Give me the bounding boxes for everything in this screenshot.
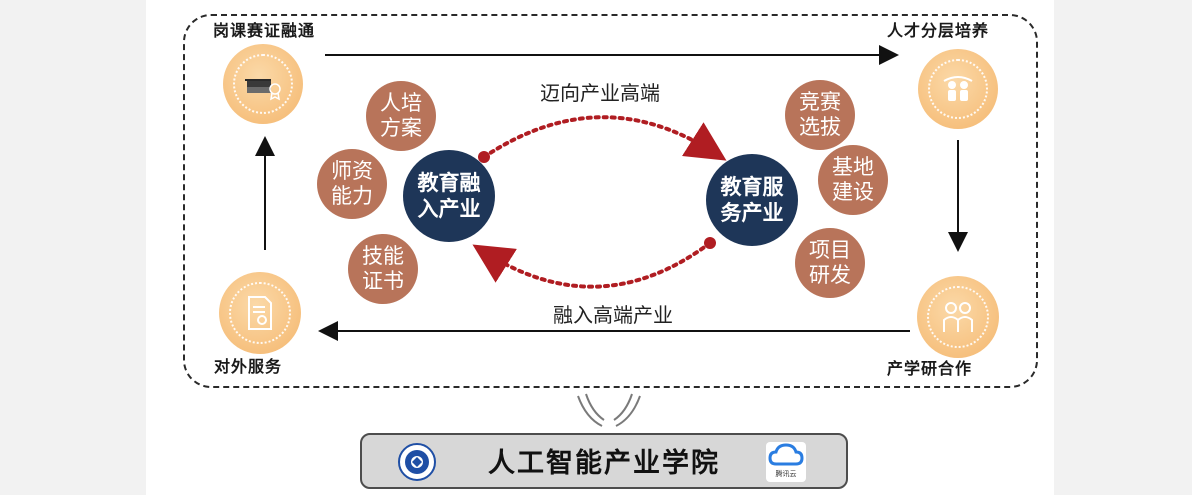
cloud-logo-icon: 腾讯云 <box>766 442 806 482</box>
bubble-text: 项目 <box>809 238 851 262</box>
arc-bottom <box>472 241 712 289</box>
center-text: 入产业 <box>417 197 481 221</box>
arc-bottom-start-dot <box>704 237 716 249</box>
label-bottom-right: 产学研合作 <box>887 359 973 378</box>
peach-circle-bottom-right <box>917 276 999 358</box>
school-logo-icon <box>398 443 436 481</box>
book-certificate-icon <box>245 79 281 101</box>
arc-top <box>482 115 727 161</box>
arc-top-start-dot <box>478 151 490 163</box>
center-text: 教育融 <box>417 171 481 195</box>
center-text: 务产业 <box>720 201 784 225</box>
two-people-icon <box>942 301 973 332</box>
bubble-teacher-ability: 师资 能力 <box>317 149 387 219</box>
hands-icon <box>577 393 641 427</box>
bubble-text: 证书 <box>362 269 404 293</box>
bubble-text: 技能 <box>362 244 404 268</box>
bubble-talent-plan: 人培 方案 <box>366 81 436 151</box>
peach-circle-bottom-left <box>219 272 301 354</box>
bottom-title: 人工智能产业学院 <box>488 448 720 479</box>
bubble-text: 建设 <box>832 180 874 204</box>
label-bottom-left: 对外服务 <box>214 357 283 376</box>
bubble-text: 竞赛 <box>799 90 841 114</box>
bubble-text: 方案 <box>380 116 422 140</box>
arc-bottom-label: 融入高端产业 <box>553 303 673 327</box>
center-circle-left: 教育融 入产业 <box>403 150 495 242</box>
people-ribbon-icon <box>943 76 973 101</box>
bubble-text: 师资 <box>331 159 373 183</box>
center-text: 教育服 <box>720 175 784 199</box>
bubble-text: 基地 <box>832 155 874 179</box>
bubble-text: 人培 <box>380 91 422 115</box>
bubble-competition: 竞赛 选拔 <box>785 80 855 150</box>
cloud-logo-caption: 腾讯云 <box>775 470 797 478</box>
center-circle-right: 教育服 务产业 <box>706 154 798 246</box>
dashed-frame <box>183 14 1038 388</box>
bubble-text: 能力 <box>331 184 373 208</box>
document-certificate-icon <box>247 295 272 330</box>
bubble-skill-certificate: 技能 证书 <box>348 234 418 304</box>
arc-top-label: 迈向产业高端 <box>540 81 660 105</box>
peach-circle-top-left <box>223 44 303 124</box>
bubble-base-construction: 基地 建设 <box>818 145 888 215</box>
bubble-text: 研发 <box>809 263 851 287</box>
bubble-project-rd: 项目 研发 <box>795 228 865 298</box>
bubble-text: 选拔 <box>799 115 841 139</box>
peach-circle-top-right <box>918 49 998 129</box>
label-top-right: 人才分层培养 <box>887 21 990 40</box>
label-top-left: 岗课赛证融通 <box>213 21 316 40</box>
